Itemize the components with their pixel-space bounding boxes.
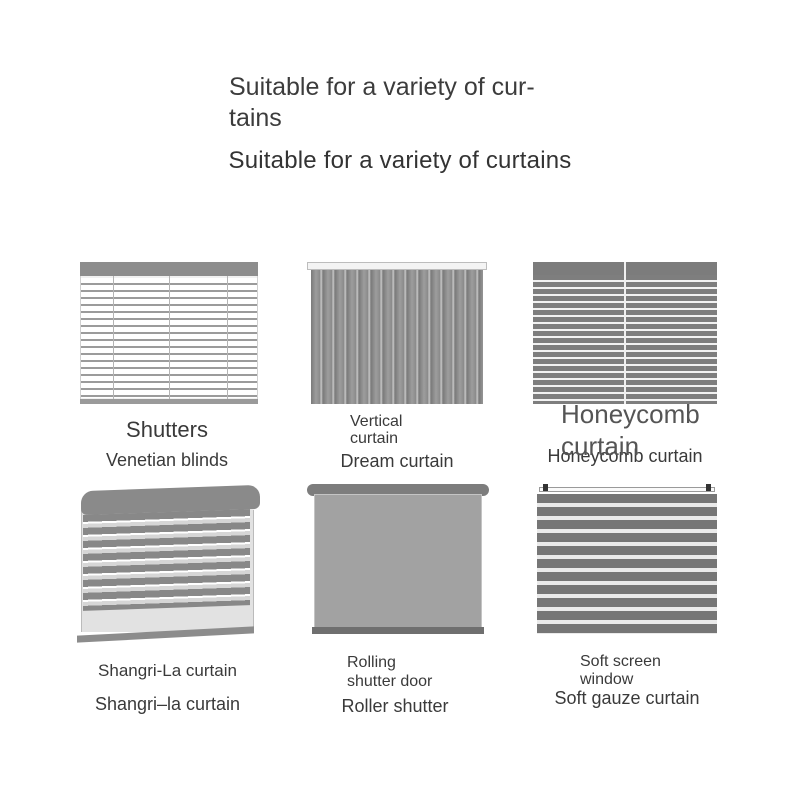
vertical-blind-icon <box>307 262 487 404</box>
zebra-blind-icon <box>533 484 721 634</box>
product-label-top: Shutters <box>126 417 208 442</box>
product-label-bottom: Roller shutter <box>341 696 449 716</box>
shangri-la-blind-icon <box>75 484 260 643</box>
fabric <box>314 494 482 628</box>
bottom-bar <box>312 627 484 634</box>
vanes <box>311 270 483 404</box>
product-label-top: Rolling shutter door <box>347 654 433 690</box>
product-label-top: Shangri-La curtain <box>98 661 237 680</box>
roller-tube <box>307 484 489 496</box>
rail-end <box>543 484 548 491</box>
product-label-top: Soft screen window <box>580 653 661 688</box>
product-label-top: Honeycomb curtain <box>561 399 700 461</box>
product-label-bottom: Soft gauze curtain <box>554 688 700 708</box>
product-label-bottom: Dream curtain <box>340 451 454 471</box>
cord <box>113 276 114 404</box>
cord <box>169 276 170 404</box>
rail <box>539 487 715 492</box>
roller-shade-icon <box>307 484 489 634</box>
track <box>307 262 487 270</box>
venetian-blind-icon <box>80 262 258 404</box>
honeycomb-blind-icon <box>533 262 717 404</box>
product-label-bottom: Venetian blinds <box>105 450 229 470</box>
product-label-bottom: Honeycomb curtain <box>547 446 703 466</box>
page-title-overlay: Suitable for a variety of cur- tains <box>229 73 535 132</box>
headrail <box>80 262 258 276</box>
product-label-top: Vertical curtain <box>350 413 403 447</box>
fabric-vanes <box>83 509 250 611</box>
page-title: Suitable for a variety of curtains <box>228 147 572 174</box>
rail-end <box>706 484 711 491</box>
product-label-bottom: Shangri–la curtain <box>94 694 241 714</box>
fabric-stripes <box>537 494 717 634</box>
cord <box>227 276 228 404</box>
bottom-rail <box>80 399 258 404</box>
divider <box>624 262 626 404</box>
